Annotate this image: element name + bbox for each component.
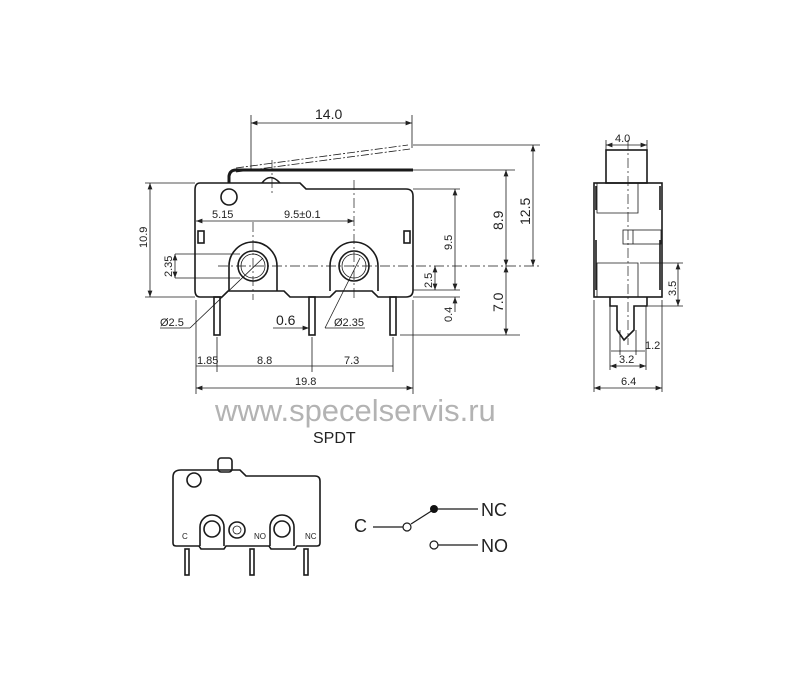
terminal-nc-label: NC bbox=[481, 500, 507, 520]
pin-side bbox=[609, 297, 648, 342]
rivet-schem bbox=[228, 521, 246, 539]
body-side-recess-bottom bbox=[596, 262, 639, 297]
switch-body bbox=[194, 182, 414, 298]
dim-left-hole-offset: 5.15 bbox=[212, 209, 233, 221]
switch-outline bbox=[172, 469, 321, 550]
mounting-hole-small-schem bbox=[186, 472, 202, 488]
hole-boss-left-schem bbox=[199, 514, 225, 546]
switch-contact bbox=[410, 509, 434, 525]
dim-pin-base: 3.2 bbox=[619, 354, 634, 366]
dim-pin-gap: 0.4 bbox=[443, 307, 455, 322]
hole-boss-right-schem bbox=[269, 514, 295, 546]
body-side-recess-top bbox=[596, 183, 639, 214]
dim-pin-pitch-2: 7.3 bbox=[344, 355, 359, 367]
dim-hole-height: 9.5 bbox=[443, 235, 455, 250]
mounting-hole-left-schem bbox=[203, 520, 221, 538]
watermark: www.specelservis.ru bbox=[214, 393, 496, 428]
dim-hole-pitch: 9.5±0.1 bbox=[284, 209, 321, 221]
lever-arm bbox=[227, 168, 413, 183]
notch-right bbox=[403, 230, 411, 244]
pin-c bbox=[213, 296, 221, 336]
dim-lever-height-free: 12.5 bbox=[517, 198, 533, 225]
pin-no bbox=[308, 296, 316, 336]
pin-nc bbox=[389, 296, 397, 336]
dim-lever-height-operated: 8.9 bbox=[490, 210, 506, 230]
pin-label-nc: NC bbox=[305, 532, 317, 541]
actuator-plunger bbox=[217, 457, 233, 473]
side-slot bbox=[622, 229, 662, 245]
lever-free-position bbox=[235, 144, 409, 169]
notch-left bbox=[197, 230, 205, 244]
terminal-no-label: NO bbox=[481, 536, 508, 556]
actuator-side bbox=[605, 149, 648, 184]
dim-body-length: 19.8 bbox=[295, 376, 316, 388]
mounting-hole-small bbox=[220, 188, 238, 206]
pin-label-c: C bbox=[182, 532, 188, 541]
terminal-nc bbox=[430, 505, 438, 513]
side-view: 4.0 3.5 1.2 3.2 6.4 bbox=[593, 133, 683, 392]
dim-body-width: 6.4 bbox=[621, 376, 636, 388]
dim-pin-thickness: 1.2 bbox=[645, 340, 660, 352]
pin-no-schem bbox=[249, 548, 255, 576]
body-side-edges bbox=[595, 186, 661, 290]
mounting-hole-right-schem bbox=[273, 520, 291, 538]
dim-lever-length: 14.0 bbox=[315, 106, 342, 122]
rivet-inner-schem bbox=[232, 525, 242, 535]
dim-pin-depth: 7.0 bbox=[490, 292, 506, 312]
dim-pin-width: 0.6 bbox=[276, 312, 296, 328]
pin-c-schem bbox=[184, 548, 190, 576]
dim-hole-span: 2.35 bbox=[163, 256, 175, 277]
spdt-title: SPDT bbox=[313, 430, 356, 447]
terminal-c bbox=[402, 522, 412, 532]
lever-free-position-edge bbox=[235, 148, 411, 173]
dim-actuator-width: 4.0 bbox=[615, 133, 630, 145]
dim-pin-pitch-1: 8.8 bbox=[257, 355, 272, 367]
front-view: 14.0 10.9 2.35 12.5 8.9 7.0 9.5 2.5 0.4 … bbox=[138, 106, 540, 394]
terminal-c-label: C bbox=[354, 516, 367, 536]
leader-line bbox=[324, 257, 361, 329]
leader-line bbox=[189, 257, 264, 329]
actuator-roller bbox=[261, 176, 281, 184]
dim-hole-diameter-2: Ø2.35 bbox=[334, 317, 364, 329]
pin-nc-schem bbox=[303, 548, 309, 576]
terminal-no bbox=[429, 540, 439, 550]
dim-pin-height: 3.5 bbox=[667, 281, 679, 296]
dim-hole-diameter-1: Ø2.5 bbox=[160, 317, 184, 329]
spdt-section: SPDT C NO NC C NC NO bbox=[172, 430, 508, 576]
pin-label-no: NO bbox=[254, 532, 266, 541]
dim-total-height: 10.9 bbox=[138, 227, 150, 248]
dim-hole-offset: 2.5 bbox=[423, 273, 435, 288]
dim-pin-offset-left: 1.85 bbox=[197, 355, 218, 367]
